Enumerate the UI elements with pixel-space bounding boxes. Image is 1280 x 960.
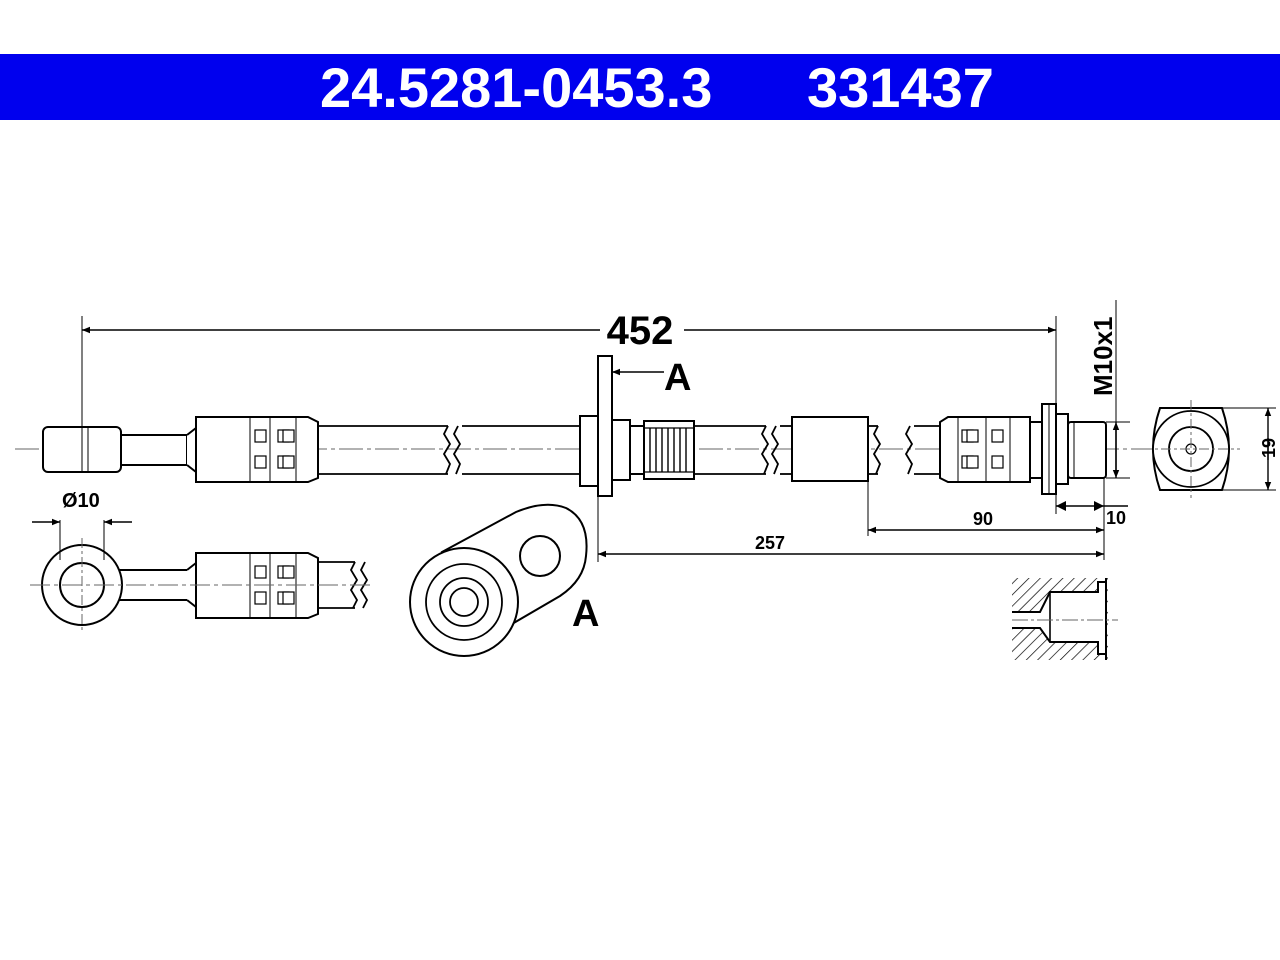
hex-end-view — [1142, 400, 1240, 498]
right-crimp-sleeve — [939, 416, 1031, 483]
dim-to-sleeve-label: 90 — [973, 509, 993, 529]
section-cut-view — [1012, 578, 1118, 660]
section-a-marker: A — [612, 357, 691, 399]
hose-segment-3 — [868, 425, 940, 475]
eye-diameter-label: Ø10 — [62, 490, 100, 512]
dim-thread-length-label: 10 — [1106, 508, 1126, 528]
detail-a-bracket-view — [409, 503, 588, 657]
section-a-label: A — [664, 357, 691, 399]
dim-eye-diameter: Ø10 — [32, 490, 132, 560]
dim-hex-height: 19 — [1222, 407, 1279, 491]
part-number: 24.5281-0453.3 — [320, 56, 713, 119]
dim-total-length-label: 452 — [607, 309, 674, 353]
reference-number: 331437 — [807, 56, 994, 119]
left-end-fitting — [42, 425, 197, 475]
hose-segment-2 — [694, 425, 792, 475]
banjo-top-view — [30, 538, 372, 632]
left-crimp-sleeve — [195, 416, 319, 483]
dim-total-length: 452 — [81, 309, 1057, 430]
title-bar: 24.5281-0453.3 331437 — [0, 54, 1280, 120]
dim-thread: M10x1 — [1088, 300, 1130, 479]
spline-collar — [643, 420, 695, 480]
thread-spec-label: M10x1 — [1088, 317, 1118, 397]
protective-sleeve — [791, 416, 869, 482]
dim-thread-length: 10 — [1056, 501, 1128, 528]
dim-to-bracket-label: 257 — [755, 533, 785, 553]
right-threaded-fitting — [1029, 403, 1107, 495]
hose-segment-1 — [318, 425, 582, 475]
hex-height-label: 19 — [1259, 438, 1279, 458]
dim-to-bracket: 257 — [597, 496, 1104, 562]
dim-to-sleeve: 90 — [867, 478, 1105, 560]
detail-a-label: A — [572, 593, 599, 635]
mounting-bracket — [579, 355, 645, 497]
